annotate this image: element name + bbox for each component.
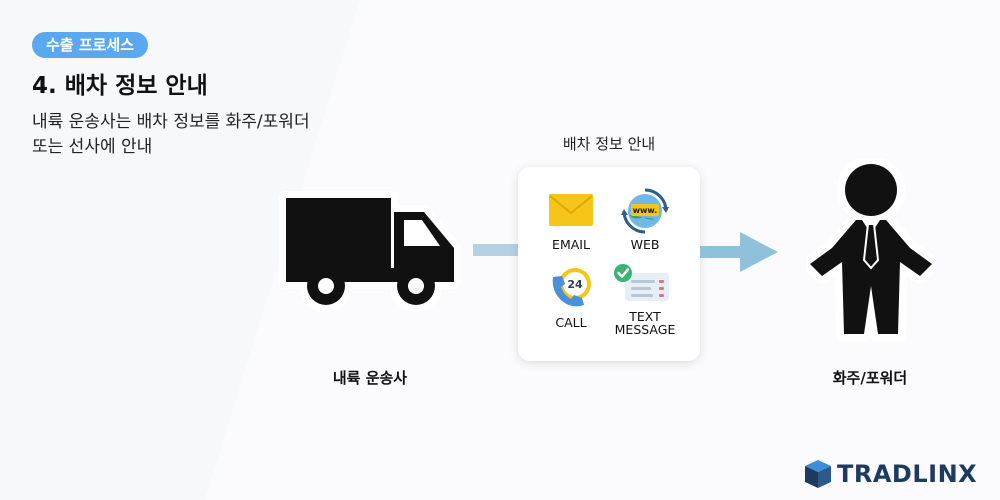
- phone-24-icon: 24: [552, 268, 591, 307]
- truck-icon: [279, 191, 461, 312]
- channel-label-web: WEB: [630, 237, 660, 252]
- svg-text:www.: www.: [633, 206, 658, 215]
- svg-text:24: 24: [567, 278, 583, 291]
- businessman-icon: [806, 158, 936, 342]
- tradlinx-logo-icon: [805, 460, 831, 488]
- globe-www-icon: www.: [621, 188, 669, 234]
- description-line-2: 또는 선사에 안내: [32, 137, 153, 157]
- channel-label-text-message: TEXT MESSAGE: [614, 309, 676, 337]
- step-description: 내륙 운송사는 배차 정보를 화주/포워더 또는 선사에 안내: [32, 110, 362, 160]
- flow-connector-line: [473, 244, 519, 256]
- card-title: 배차 정보 안내: [562, 135, 656, 153]
- target-label: 화주/포워더: [832, 369, 908, 387]
- process-badge: 수출 프로세스: [32, 32, 149, 58]
- brand-logo: TRADLINX: [803, 458, 977, 490]
- channel-label-call: CALL: [555, 315, 587, 330]
- description-line-1: 내륙 운송사는 배차 정보를 화주/포워더: [32, 112, 310, 132]
- envelope-icon: [549, 194, 593, 226]
- notification-channels-card: EMAIL www. WEB 24 CALL TEXT MESSAGE: [518, 167, 700, 361]
- text-message-icon: [614, 264, 669, 301]
- step-title: 4. 배차 정보 안내: [32, 73, 208, 99]
- flow-arrow-icon: [700, 232, 778, 272]
- source-label: 내륙 운송사: [332, 369, 408, 387]
- channel-label-email: EMAIL: [552, 237, 590, 252]
- logo-text: TRADLINX: [837, 460, 978, 488]
